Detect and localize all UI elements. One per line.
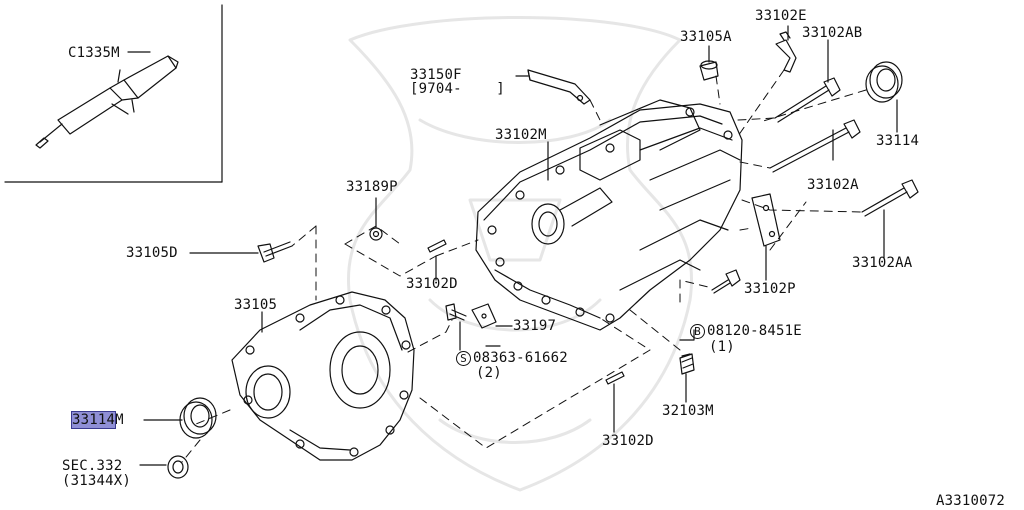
- selected-part-highlight: 33114: [70, 411, 117, 429]
- label-33105A[interactable]: 33105A: [680, 29, 732, 45]
- label-sec332-ref: (31344X): [62, 473, 132, 489]
- bolt-33102AB: [774, 77, 841, 123]
- inset-frame: [4, 4, 223, 183]
- label-33197[interactable]: 33197: [513, 318, 557, 334]
- washer-33189P: [369, 227, 383, 241]
- label-33102P[interactable]: 33102P: [744, 281, 796, 297]
- label-08363-number: 08363-61662: [473, 350, 568, 366]
- front-cover-housing: [231, 291, 415, 461]
- diagram-code: A3310072: [936, 493, 1006, 509]
- breather-33102E: [775, 31, 797, 73]
- label-33189P[interactable]: 33189P: [346, 179, 398, 195]
- label-33114-top[interactable]: 33114: [876, 133, 920, 149]
- bolt-33102A: [769, 119, 861, 173]
- bolt-08120: [711, 269, 741, 294]
- label-33105[interactable]: 33105: [234, 297, 278, 313]
- sensor-32103M: [679, 353, 695, 375]
- label-sec332[interactable]: SEC.332: [62, 458, 123, 474]
- label-33114-selected[interactable]: 33114M: [70, 411, 124, 429]
- gasket-33197: [471, 303, 497, 329]
- leader-lines: [127, 25, 898, 466]
- dowel-pin-33102D-lower: [605, 371, 625, 385]
- label-33102AB[interactable]: 33102AB: [802, 25, 863, 41]
- bolt-type-b-badge: B: [690, 324, 705, 339]
- bolt-33102AA: [861, 179, 919, 217]
- label-33102AA[interactable]: 33102AA: [852, 255, 913, 271]
- dowel-pin-33102D-upper: [427, 239, 447, 253]
- label-33150F[interactable]: 33150F: [410, 67, 462, 83]
- label-33102A[interactable]: 33102A: [807, 177, 859, 193]
- label-08363-qty: (2): [476, 365, 502, 381]
- label-08120-qty: (1): [709, 339, 735, 355]
- label-33102D-lower[interactable]: 33102D: [602, 433, 654, 449]
- label-33102D-upper[interactable]: 33102D: [406, 276, 458, 292]
- label-32103M[interactable]: 32103M: [662, 403, 714, 419]
- assembly-guide-lines: [181, 69, 867, 463]
- oil-seal-rear: [865, 61, 903, 103]
- bolt-08363: [445, 303, 467, 321]
- label-33114-suffix: M: [115, 412, 124, 428]
- screw-type-s-badge: S: [456, 351, 471, 366]
- label-08120-number: 08120-8451E: [707, 323, 802, 339]
- label-33150F-range: [9704- ]: [410, 81, 505, 97]
- plate-33102P: [751, 193, 781, 247]
- plug-33105A: [699, 60, 719, 81]
- label-33102E[interactable]: 33102E: [755, 8, 807, 24]
- inset-label: C1335M: [68, 45, 120, 61]
- bracket-33150F: [527, 69, 591, 105]
- label-33105D[interactable]: 33105D: [126, 245, 178, 261]
- grease-syringe-icon: [35, 55, 179, 149]
- transfer-case-housing: [475, 99, 743, 331]
- snap-ring: [167, 455, 189, 479]
- bolt-33105D: [257, 241, 293, 263]
- label-33102M[interactable]: 33102M: [495, 127, 547, 143]
